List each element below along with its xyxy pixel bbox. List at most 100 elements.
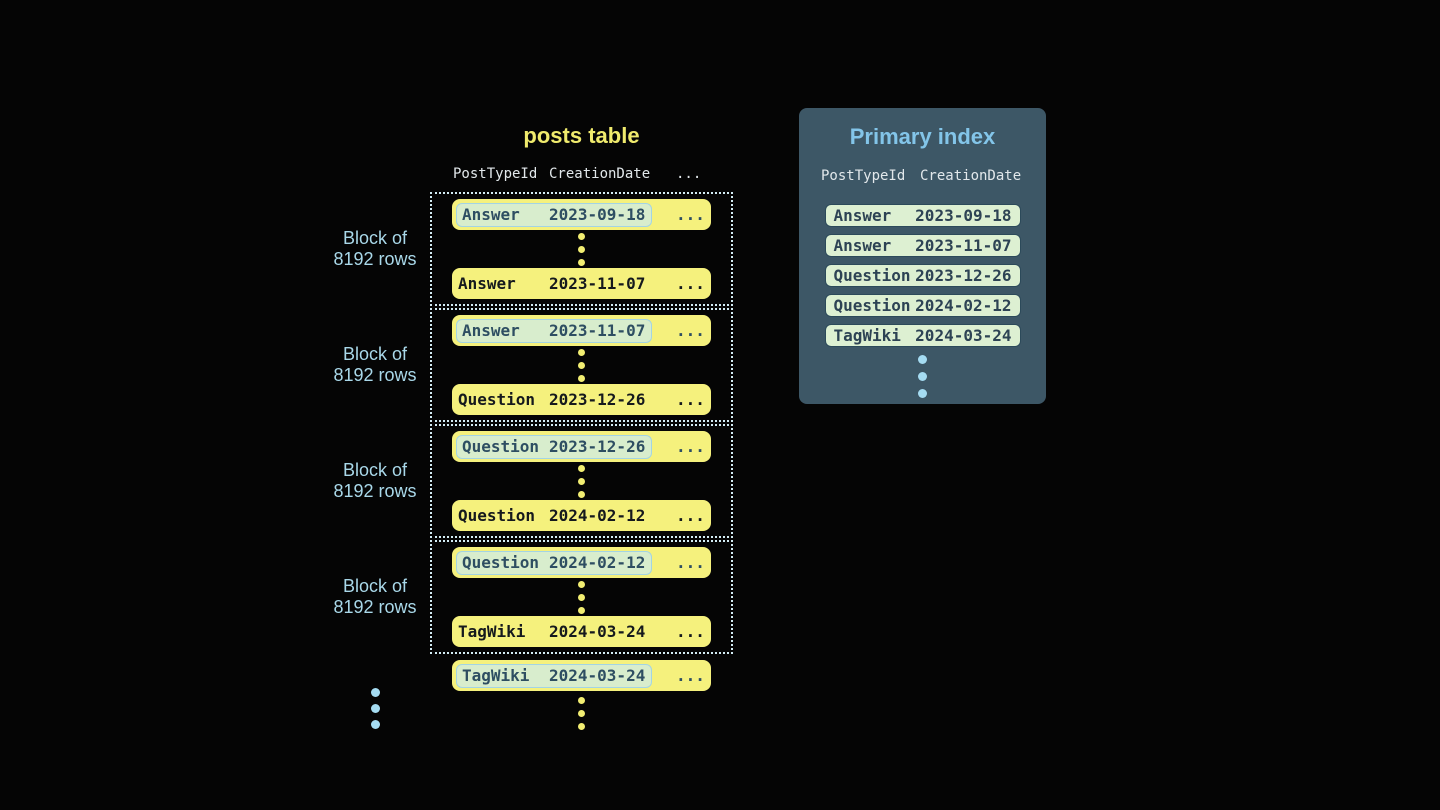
row-block: Question 2023-12-26 ... Question 2024-02… <box>430 424 733 538</box>
dot <box>578 723 585 730</box>
table-row: Question 2023-12-26 ... <box>452 384 711 415</box>
more-index-entries-ellipsis-dots <box>918 355 927 398</box>
index-type-cell: Answer <box>833 236 892 255</box>
table-row: TagWiki 2024-03-24 ... <box>452 660 711 691</box>
row-block: Answer 2023-11-07 ... Question 2023-12-2… <box>430 308 733 422</box>
index-type-cell: Question <box>833 266 911 285</box>
dot <box>578 477 585 485</box>
row-cells: TagWiki 2024-03-24 <box>458 622 646 641</box>
index-date-cell: 2023-12-26 <box>915 266 1012 285</box>
row-type-cell: Answer <box>462 205 520 224</box>
row-block: Answer 2023-09-18 ... Answer 2023-11-07 … <box>430 192 733 306</box>
row-highlight-box: Question 2023-12-26 <box>456 434 652 459</box>
row-type-cell: TagWiki <box>458 622 526 641</box>
row-ellipsis: ... <box>676 321 705 340</box>
table-row: Question 2024-02-12 ... <box>452 500 711 531</box>
block-label-line1: Block of <box>342 576 408 596</box>
row-type-cell: Question <box>462 553 540 572</box>
row-highlight-box: TagWiki 2024-03-24 <box>456 663 652 688</box>
index-date-cell: 2024-02-12 <box>915 296 1012 315</box>
row-date-cell: 2023-11-07 <box>549 274 646 293</box>
row-type-cell: Answer <box>458 274 516 293</box>
table-row: Question 2024-02-12 ... <box>452 547 711 578</box>
dot <box>578 490 585 498</box>
block-label: Block of 8192 rows <box>322 308 428 422</box>
index-date-cell: 2023-11-07 <box>915 236 1012 255</box>
dot <box>918 355 927 364</box>
primary-index-rows: Answer 2023-09-18 Answer 2023-11-07 Ques… <box>824 204 1021 347</box>
row-highlight-box: Question 2024-02-12 <box>456 550 652 575</box>
column-header-posttypeid: PostTypeId <box>453 166 538 182</box>
index-type-cell: Answer <box>833 206 892 225</box>
row-date-cell: 2024-02-12 <box>549 506 646 525</box>
index-entry: Question 2024-02-12 <box>824 294 1021 317</box>
block-label-line2: 8192 rows <box>333 365 417 385</box>
column-header-more-columns: ... <box>676 166 702 182</box>
dot <box>578 710 585 717</box>
table-row: Answer 2023-11-07 ... <box>452 268 711 299</box>
index-date-cell: 2024-03-24 <box>915 326 1012 345</box>
block-label-line2: 8192 rows <box>333 249 417 269</box>
row-date-cell: 2024-03-24 <box>549 666 646 685</box>
row-type-cell: Question <box>458 390 536 409</box>
row-cells: Answer 2023-11-07 <box>458 274 646 293</box>
row-date-cell: 2024-03-24 <box>549 622 646 641</box>
index-entry: TagWiki 2024-03-24 <box>824 324 1021 347</box>
row-type-cell: Question <box>462 437 540 456</box>
dot <box>578 464 585 472</box>
row-highlight-box: Answer 2023-11-07 <box>456 318 652 343</box>
row-date-cell: 2023-11-07 <box>549 321 646 340</box>
dot <box>578 232 585 240</box>
dot <box>371 704 380 713</box>
row-type-cell: Question <box>458 506 536 525</box>
row-ellipsis: ... <box>676 274 705 293</box>
row-date-cell: 2024-02-12 <box>549 553 646 572</box>
posts-table-header: PostTypeId CreationDate ... <box>430 166 733 183</box>
row-ellipsis: ... <box>676 506 705 525</box>
block-label: Block of 8192 rows <box>322 540 428 654</box>
dot <box>918 389 927 398</box>
more-rows-ellipsis-dots <box>578 697 585 730</box>
row-date-cell: 2023-09-18 <box>549 205 646 224</box>
block-label-line2: 8192 rows <box>333 481 417 501</box>
table-row: Question 2023-12-26 ... <box>452 431 711 462</box>
block-label-line2: 8192 rows <box>333 597 417 617</box>
index-entry: Answer 2023-11-07 <box>824 234 1021 257</box>
row-date-cell: 2023-12-26 <box>549 390 646 409</box>
dot <box>578 580 585 588</box>
row-highlight-box: Answer 2023-09-18 <box>456 202 652 227</box>
dot <box>371 688 380 697</box>
index-type-cell: Question <box>833 296 911 315</box>
row-block: Question 2024-02-12 ... TagWiki 2024-03-… <box>430 540 733 654</box>
dot <box>578 258 585 266</box>
table-row: Answer 2023-11-07 ... <box>452 315 711 346</box>
dot <box>578 245 585 253</box>
row-type-cell: TagWiki <box>462 666 530 685</box>
dot <box>578 593 585 601</box>
vertical-ellipsis-dots <box>578 348 585 382</box>
row-cells: Question 2024-02-12 <box>458 506 646 525</box>
dot <box>918 372 927 381</box>
posts-table-blocks: Answer 2023-09-18 ... Answer 2023-11-07 … <box>430 192 733 654</box>
block-label-line1: Block of <box>342 460 408 480</box>
block-label-line1: Block of <box>342 228 408 248</box>
dot <box>371 720 380 729</box>
vertical-ellipsis-dots <box>578 580 585 614</box>
row-type-cell: Answer <box>462 321 520 340</box>
dot <box>578 348 585 356</box>
block-label: Block of 8192 rows <box>322 424 428 538</box>
row-date-cell: 2023-12-26 <box>549 437 646 456</box>
more-blocks-ellipsis-dots <box>371 688 380 729</box>
block-labels-column: Block of 8192 rows Block of 8192 rows Bl… <box>322 192 428 654</box>
index-entry: Answer 2023-09-18 <box>824 204 1021 227</box>
block-label: Block of 8192 rows <box>322 192 428 306</box>
column-header-posttypeid: PostTypeId <box>821 168 906 184</box>
row-ellipsis: ... <box>676 553 705 572</box>
posts-table-title: posts table <box>523 123 640 148</box>
primary-index-panel: Primary index PostTypeId CreationDate An… <box>799 108 1046 404</box>
dot <box>578 374 585 382</box>
row-ellipsis: ... <box>676 390 705 409</box>
column-header-creationdate: CreationDate <box>549 166 651 182</box>
row-ellipsis: ... <box>676 622 705 641</box>
